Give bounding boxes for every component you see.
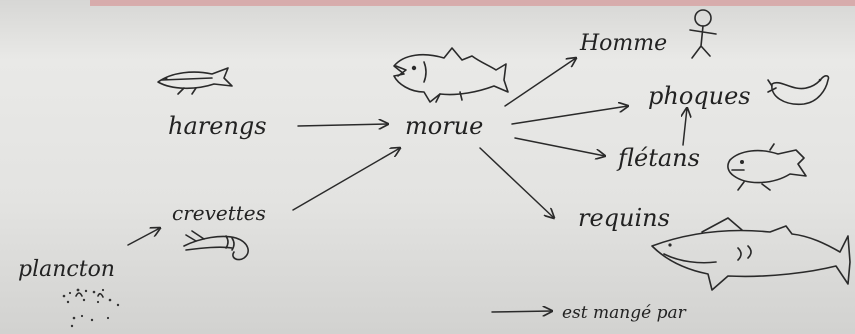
edge-fletans-phoques bbox=[683, 108, 687, 146]
edge-morue-requins bbox=[479, 147, 554, 218]
edge-plancton-crevettes bbox=[127, 228, 160, 246]
node-label-fletans: flétans bbox=[616, 144, 700, 172]
legend-label: est mangé par bbox=[562, 303, 687, 323]
shrimp-icon bbox=[183, 230, 249, 261]
edge-harengs-morue bbox=[297, 124, 388, 126]
node-label-plancton: plancton bbox=[18, 257, 115, 282]
node-label-crevettes: crevettes bbox=[172, 201, 266, 225]
legend-arrow bbox=[491, 311, 552, 312]
node-label-homme: Homme bbox=[579, 31, 667, 56]
stick-figure-icon bbox=[689, 9, 717, 59]
herring-icon bbox=[157, 67, 233, 95]
plankton-dots-icon bbox=[62, 288, 120, 328]
node-label-requins: requins bbox=[578, 204, 670, 232]
edge-crevettes-morue bbox=[292, 148, 400, 211]
seal-icon bbox=[767, 75, 830, 106]
node-label-morue: morue bbox=[405, 112, 483, 140]
halibut-icon bbox=[727, 143, 807, 191]
node-label-phoques: phoques bbox=[648, 82, 751, 110]
shark-icon bbox=[651, 217, 851, 291]
edge-morue-homme bbox=[504, 58, 576, 107]
node-label-harengs: harengs bbox=[168, 112, 267, 140]
cod-icon bbox=[393, 47, 509, 103]
edge-morue-phoques bbox=[511, 106, 628, 125]
edge-morue-fletans bbox=[514, 137, 605, 156]
paper-top-edge bbox=[90, 0, 855, 6]
